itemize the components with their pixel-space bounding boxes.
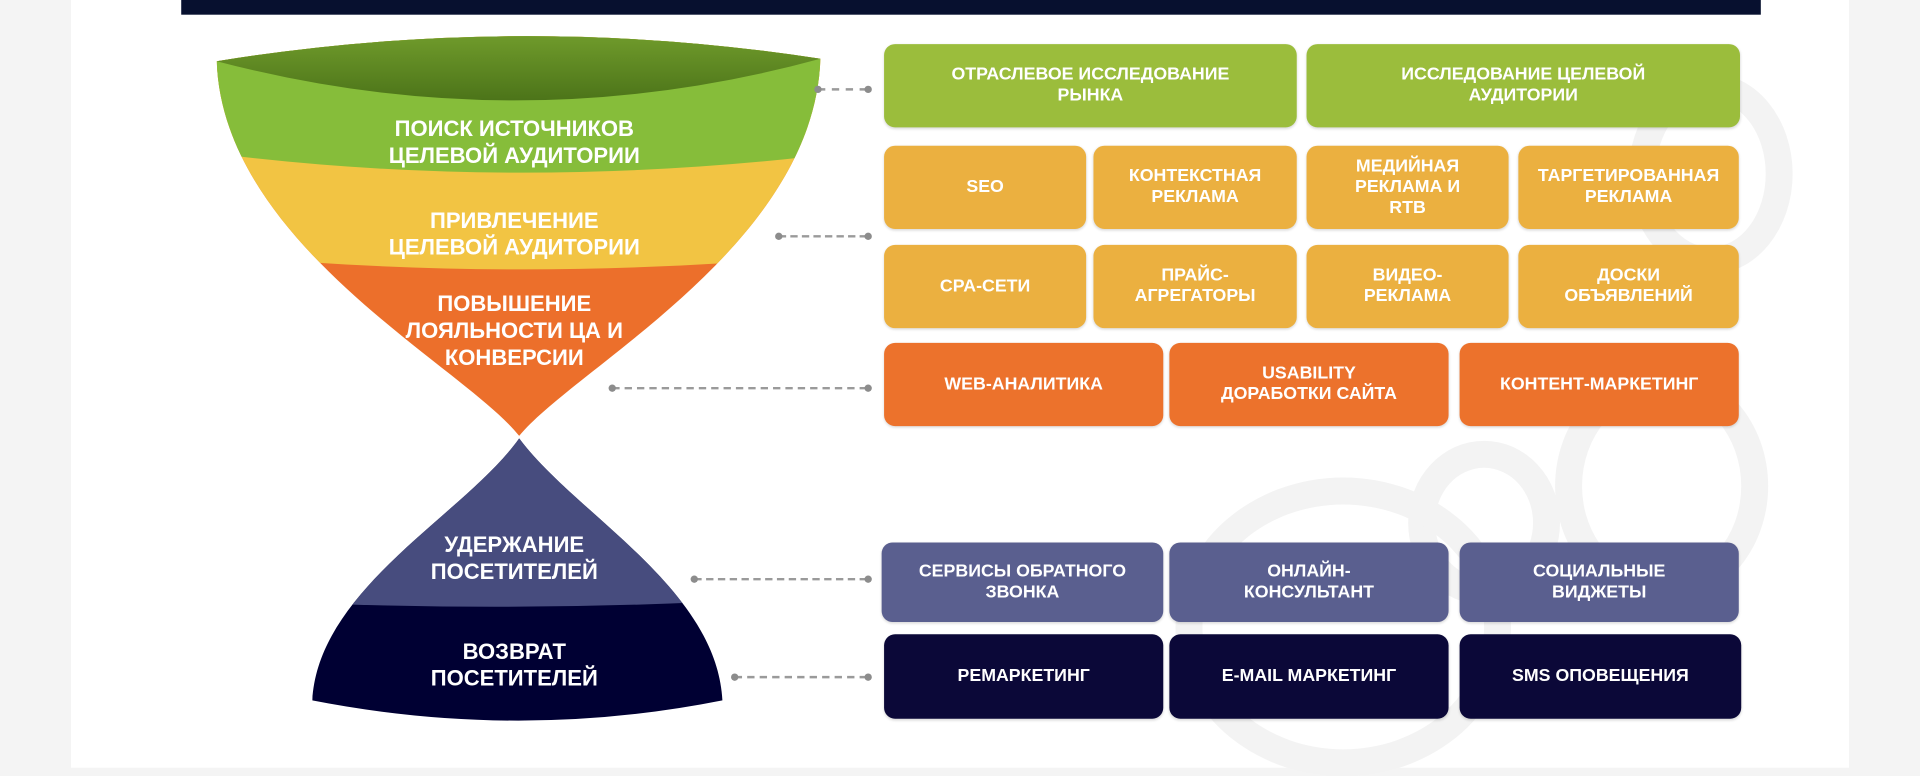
- tool-box-online-consultant: ОНЛАЙН- КОНСУЛЬТАНТ: [1169, 542, 1449, 623]
- funnel-stage-label: ПРИВЛЕЧЕНИЕ ЦЕЛЕВОЙ АУДИТОРИИ: [388, 208, 640, 260]
- tool-box-callback: СЕРВИСЫ ОБРАТНОГО ЗВОНКА: [881, 542, 1164, 623]
- funnel-top-lens: [216, 36, 821, 101]
- connector-dot: [864, 673, 872, 681]
- tool-box-email-marketing: E-MAIL МАРКЕТИНГ: [1169, 634, 1449, 719]
- tool-box-audience-research: ИССЛЕДОВАНИЕ ЦЕЛЕВОЙ АУДИТОРИИ: [1306, 44, 1741, 128]
- connector-dot: [864, 232, 872, 241]
- tool-box-seo: SEO: [884, 145, 1087, 229]
- tool-box-targeted-ads: ТАРГЕТИРОВАННАЯ РЕКЛАМА: [1518, 145, 1739, 229]
- tool-box-remarketing: РЕМАРКЕТИНГ: [884, 634, 1164, 719]
- funnel-stage-label: ПОВЫШЕНИЕ ЛОЯЛЬНОСТИ ЦА И КОНВЕРСИИ: [405, 291, 623, 370]
- connector-line: [694, 577, 867, 581]
- tool-box-cpa: CPA-СЕТИ: [884, 244, 1087, 329]
- tool-box-industry-research: ОТРАСЛЕВОЕ ИССЛЕДОВАНИЕ РЫНКА: [884, 44, 1297, 128]
- tool-box-social-widgets: СОЦИАЛЬНЫЕ ВИДЖЕТЫ: [1459, 542, 1739, 623]
- connector-dot: [690, 575, 698, 583]
- connector-dot: [608, 384, 616, 392]
- connector-dot: [731, 673, 739, 681]
- tool-box-sms: SMS ОПОВЕЩЕНИЯ: [1459, 634, 1742, 719]
- header-bar: [181, 0, 1761, 15]
- connector-line: [734, 675, 867, 679]
- tool-box-web-analytics: WEB-АНАЛИТИКА: [884, 342, 1164, 427]
- connector-dot: [864, 384, 872, 392]
- connector-dot: [775, 232, 783, 241]
- connector-dot: [864, 575, 872, 583]
- connector-line: [612, 386, 867, 390]
- tool-box-content-marketing: КОНТЕНТ-МАРКЕТИНГ: [1459, 342, 1739, 427]
- tool-box-price-aggregators: ПРАЙС- АГРЕГАТОРЫ: [1093, 244, 1297, 329]
- tool-box-media-ads: МЕДИЙНАЯ РЕКЛАМА И RTB: [1306, 145, 1509, 229]
- funnel-stage-label: ПОИСК ИСТОЧНИКОВ ЦЕЛЕВОЙ АУДИТОРИИ: [388, 116, 640, 168]
- funnel-stage-label: ВОЗВРАТ ПОСЕТИТЕЛЕЙ: [430, 639, 598, 691]
- connector-line: [817, 88, 867, 91]
- tool-box-classifieds: ДОСКИ ОБЪЯВЛЕНИЙ: [1518, 244, 1739, 329]
- tool-box-video-ads: ВИДЕО- РЕКЛАМА: [1306, 244, 1509, 329]
- tool-box-usability: USABILITY ДОРАБОТКИ САЙТА: [1169, 342, 1449, 427]
- connector-dot: [814, 85, 822, 94]
- connector-line: [778, 235, 867, 238]
- connector-dot: [864, 85, 872, 94]
- tool-box-context-ads: КОНТЕКСТНАЯ РЕКЛАМА: [1093, 145, 1297, 229]
- funnel-stage-label: УДЕРЖАНИЕ ПОСЕТИТЕЛЕЙ: [430, 532, 598, 585]
